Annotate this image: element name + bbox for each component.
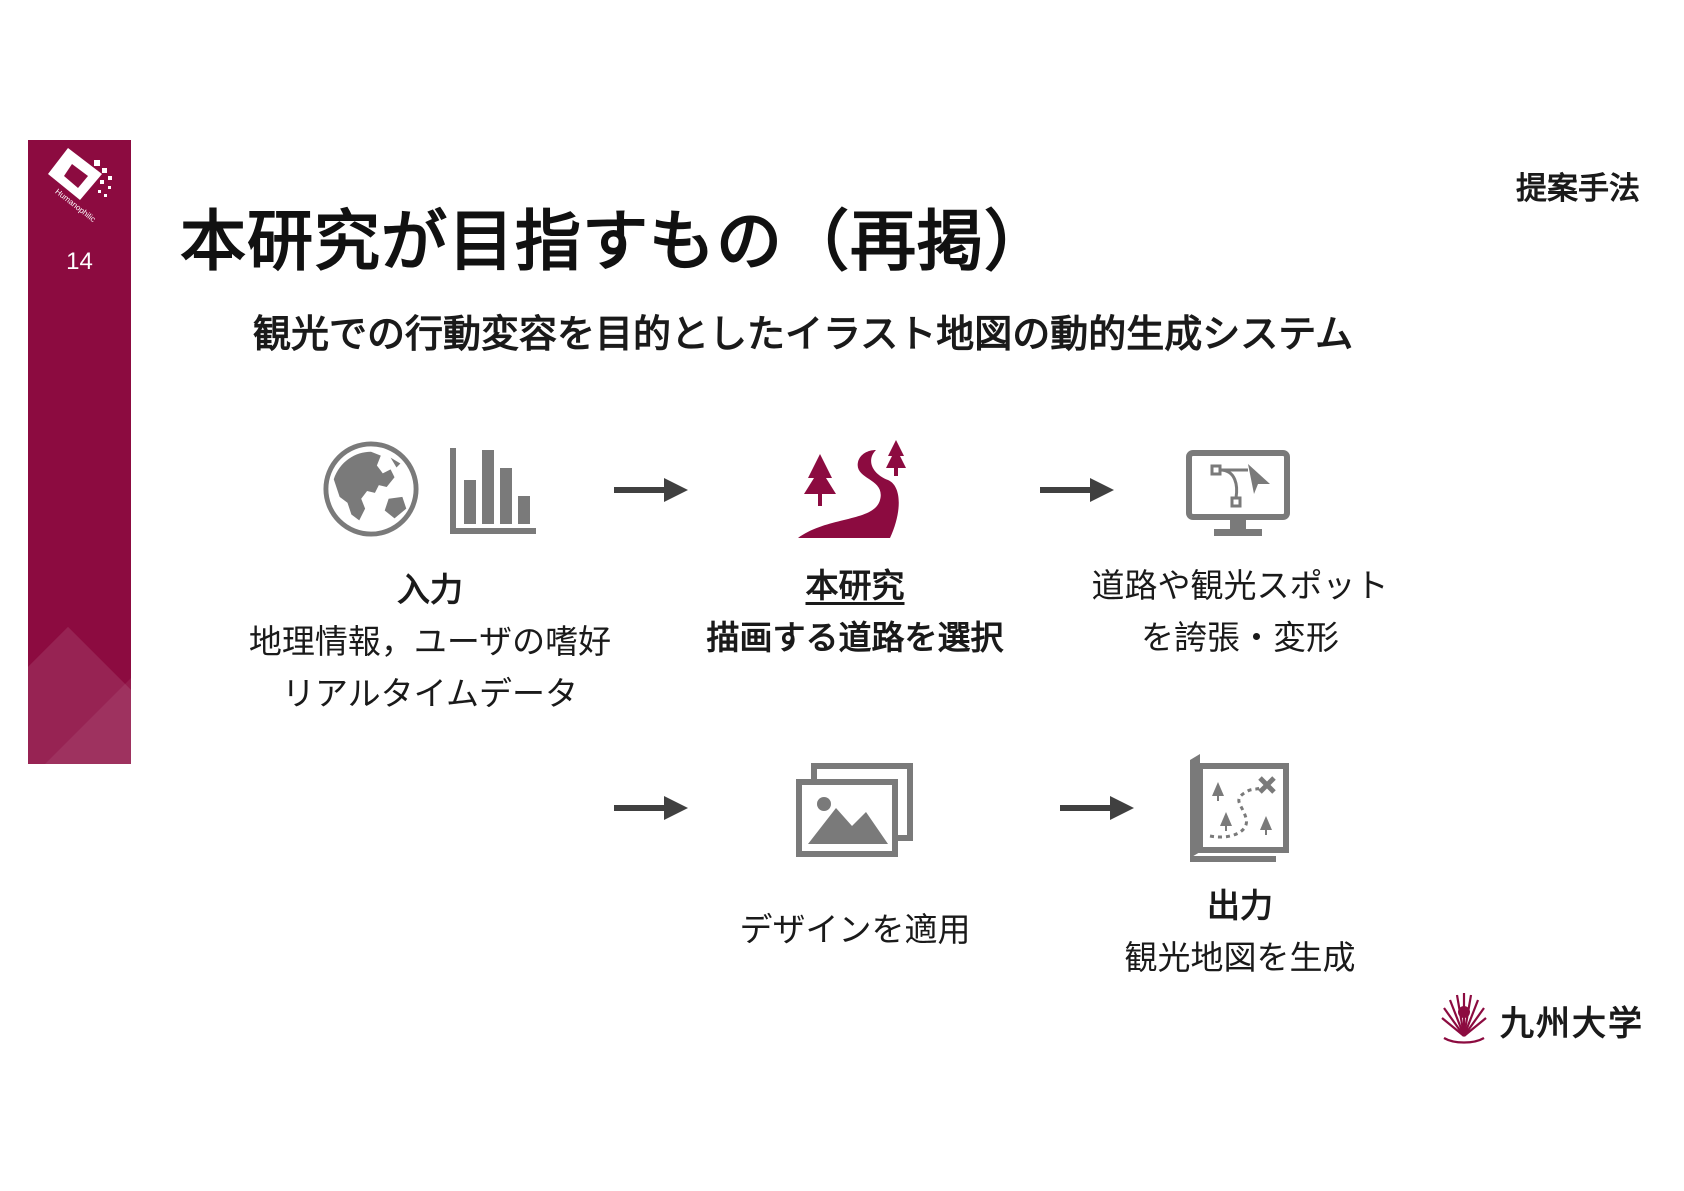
section-label: 提案手法	[1516, 171, 1640, 207]
research-title: 本研究	[805, 566, 905, 605]
exaggerate-line-1: 道路や観光スポット	[1091, 566, 1389, 605]
input-title: 入力	[397, 570, 463, 609]
humanophilic-logo: Humanophilic	[48, 148, 112, 224]
research-caption: 本研究 描画する道路を選択	[680, 560, 1030, 664]
design-caption: デザインを適用	[700, 904, 1010, 956]
output-title: 出力	[1207, 886, 1273, 925]
research-line-1: 描画する道路を選択	[706, 618, 1004, 657]
design-line-1: デザインを適用	[739, 910, 971, 949]
images-icon	[796, 763, 913, 857]
globe-icon	[323, 441, 419, 537]
input-caption: 入力 地理情報，ユーザの嗜好 リアルタイムデータ	[230, 564, 630, 720]
page-number: 14	[66, 248, 93, 275]
input-line-1: 地理情報，ユーザの嗜好	[248, 622, 612, 661]
page-subtitle: 観光での行動変容を目的としたイラスト地図の動的生成システム	[253, 312, 1354, 356]
exaggerate-caption: 道路や観光スポット を誇張・変形	[1060, 560, 1420, 664]
university-crest-icon	[1441, 993, 1487, 1044]
input-line-2: リアルタイムデータ	[281, 674, 578, 713]
output-caption: 出力 観光地図を生成	[1080, 880, 1400, 984]
exaggerate-line-2: を誇張・変形	[1141, 618, 1339, 657]
road-trees-icon	[798, 440, 906, 538]
university-name: 九州大学	[1500, 1004, 1644, 1044]
monitor-vector-icon	[1186, 450, 1290, 536]
arrow-right-icon	[1040, 478, 1114, 502]
arrow-right-icon	[614, 478, 688, 502]
bar-chart-icon	[450, 448, 536, 534]
output-line-1: 観光地図を生成	[1124, 938, 1356, 977]
page-title: 本研究が目指すもの（再掲）	[180, 203, 1051, 280]
arrow-right-icon	[614, 796, 688, 820]
sidebar: Humanophilic 14	[28, 140, 131, 764]
treasure-map-icon	[1190, 754, 1289, 862]
arrow-right-icon	[1060, 796, 1134, 820]
